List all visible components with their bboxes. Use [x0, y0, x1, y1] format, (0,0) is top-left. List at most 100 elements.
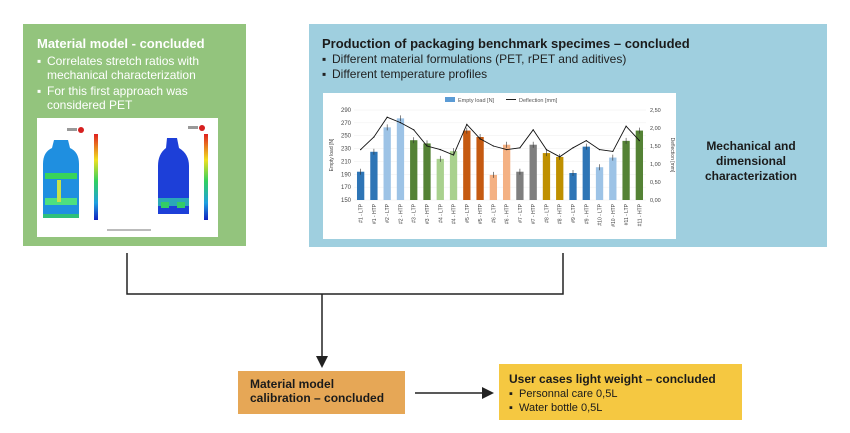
- deflection-point: [519, 147, 521, 149]
- material-model-title: Material model - concluded: [37, 36, 205, 51]
- deflection-point: [386, 116, 388, 118]
- bar: [516, 171, 524, 200]
- x-tick-label: #6 - LTP: [491, 203, 497, 222]
- deflection-point: [373, 136, 375, 138]
- bar: [436, 158, 444, 200]
- x-tick-label: #4 - HTP: [452, 203, 458, 224]
- x-tick-label: #2 - HTP: [398, 203, 404, 224]
- use-cases-title: User cases light weight – concluded: [509, 372, 716, 386]
- x-tick-label: #11 - HTP: [637, 203, 643, 226]
- deflection-point: [625, 125, 627, 127]
- x-tick-label: #8 - LTP: [544, 203, 550, 222]
- calibration-title: Material model calibration – concluded: [250, 377, 385, 405]
- bar: [502, 144, 511, 200]
- bar: [410, 140, 418, 200]
- x-tick-label: #5 - LTP: [465, 203, 471, 222]
- x-tick-label: #10 - LTP: [598, 203, 604, 225]
- y2-tick-label: 2,00: [650, 126, 661, 132]
- y2-tick-label: 2,50: [650, 108, 661, 114]
- deflection-point: [452, 154, 455, 156]
- bottle-simulation-image: [37, 118, 218, 237]
- y-axis-label: Empty load [N]: [329, 138, 335, 171]
- use-case-item: Water bottle 0,5L: [509, 402, 742, 415]
- y2-tick-label: 0,00: [650, 198, 661, 204]
- deflection-point: [598, 149, 601, 151]
- x-tick-label: #1 - HTP: [372, 203, 378, 224]
- bar: [582, 146, 590, 200]
- use-cases-box: User cases light weight – concluded Pers…: [499, 364, 742, 420]
- y-tick-label: 150: [341, 198, 352, 204]
- y-tick-label: 230: [341, 147, 352, 153]
- deflection-point: [506, 149, 508, 151]
- legend-label: Empty load [N]: [458, 98, 495, 104]
- material-model-bullet: For this first approach was considered P…: [37, 84, 236, 112]
- bar: [529, 144, 537, 200]
- bar: [449, 151, 458, 200]
- deflection-point: [638, 140, 640, 142]
- x-tick-label: #3 - HTP: [425, 203, 431, 224]
- bar: [423, 143, 431, 200]
- bar: [489, 174, 498, 200]
- bar: [635, 130, 644, 200]
- deflection-point: [399, 122, 402, 124]
- material-model-bullet: Correlates stretch ratios with mechanica…: [37, 54, 236, 82]
- y2-tick-label: 1,00: [650, 162, 661, 168]
- deflection-point: [492, 145, 494, 147]
- y2-tick-label: 1,50: [650, 144, 661, 150]
- x-tick-label: #6 - HTP: [505, 203, 511, 224]
- production-bullet: Different temperature profiles: [322, 67, 827, 81]
- x-tick-label: #10 - HTP: [611, 203, 617, 226]
- y-tick-label: 250: [341, 134, 352, 140]
- x-tick-label: #5 - HTP: [478, 203, 484, 224]
- deflection-point: [612, 150, 614, 152]
- x-tick-label: #4 - LTP: [438, 203, 444, 222]
- x-tick-label: #7 - HTP: [531, 203, 537, 224]
- x-tick-label: #7 - LTP: [518, 203, 524, 222]
- bar: [569, 173, 577, 200]
- deflection-point: [572, 147, 574, 149]
- deflection-point: [439, 149, 441, 151]
- deflection-point: [585, 140, 587, 142]
- deflection-point: [559, 156, 561, 158]
- y-tick-label: 210: [341, 159, 352, 165]
- connector-material-down: [126, 253, 564, 295]
- bar: [396, 118, 405, 200]
- production-title: Production of packaging benchmark specim…: [322, 36, 690, 51]
- y-tick-label: 270: [341, 121, 352, 127]
- calibration-box: Material model calibration – concluded: [238, 371, 405, 414]
- bar: [556, 156, 564, 200]
- bar: [370, 151, 378, 200]
- deflection-point: [426, 145, 428, 147]
- mechanical-characterization-label: Mechanical and dimensional characterizat…: [704, 139, 798, 183]
- bar: [595, 167, 604, 200]
- bar: [463, 130, 471, 200]
- deflection-point: [413, 129, 415, 131]
- bar: [622, 140, 630, 200]
- bar: [476, 137, 484, 200]
- bar: [356, 171, 365, 200]
- deflection-point: [532, 129, 534, 131]
- use-case-item: Personnal care 0,5L: [509, 388, 742, 401]
- deflection-point: [479, 138, 481, 140]
- x-tick-label: #3 - LTP: [412, 203, 418, 222]
- y-tick-label: 190: [341, 172, 352, 178]
- x-tick-label: #9 - HTP: [584, 203, 590, 224]
- bar: [383, 127, 391, 200]
- y-tick-label: 290: [341, 108, 352, 114]
- deflection-point: [360, 149, 362, 151]
- production-bullet: Different material formulations (PET, rP…: [322, 52, 827, 66]
- benchmark-chart: Empty load [N] Deflection [mm] 150 170 190 21…: [323, 93, 676, 239]
- deflection-point: [545, 149, 548, 151]
- deflection-point: [466, 123, 468, 125]
- legend-label: Deflection [mm]: [519, 98, 558, 104]
- x-tick-label: #9 - LTP: [571, 203, 577, 222]
- y2-tick-label: 0,50: [650, 180, 661, 186]
- legend-swatch-load: [445, 97, 455, 102]
- x-tick-label: #2 - LTP: [385, 203, 391, 222]
- y-tick-label: 170: [341, 185, 352, 191]
- x-tick-label: #11 - LTP: [624, 203, 630, 225]
- deflection-line: [360, 116, 640, 158]
- x-tick-label: #8 - HTP: [558, 203, 564, 224]
- bar: [609, 157, 617, 200]
- x-tick-label: #1 - LTP: [359, 203, 365, 222]
